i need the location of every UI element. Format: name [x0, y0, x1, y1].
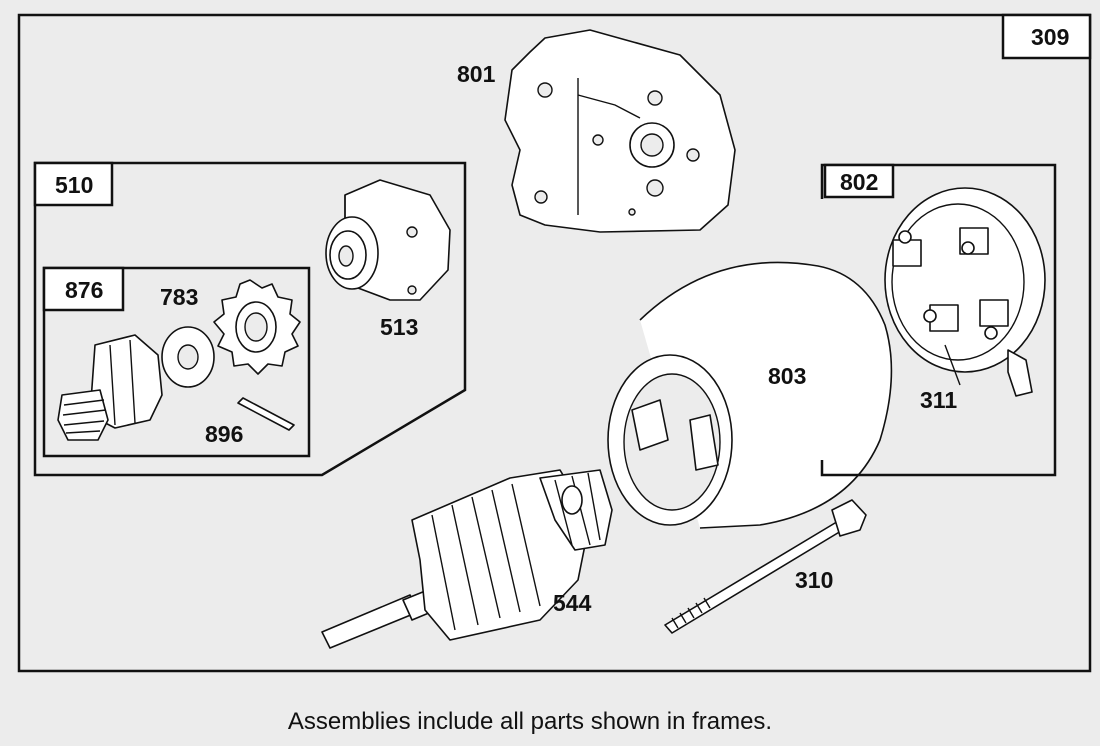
part-label-513: 513 [380, 314, 418, 340]
part-311-brush-holder [884, 187, 1046, 397]
part-783-pinion-gear [213, 279, 301, 375]
part-label-310: 310 [795, 567, 833, 593]
frame-label-box-510 [33, 161, 114, 207]
assembly-frame-876 [42, 266, 311, 458]
assembly-frame-802 [820, 163, 1057, 477]
part-544-armature [321, 469, 613, 649]
frame-label-box-309 [1001, 13, 1092, 60]
part-513-drive-end-cap [325, 179, 451, 301]
part-803-field-housing [607, 261, 893, 529]
part-310-through-bolt [664, 499, 867, 634]
assembly-frame-510 [33, 161, 467, 477]
washer [161, 326, 215, 388]
part-801-mounting-bracket [504, 29, 736, 233]
frame-label-309: 309 [1031, 24, 1069, 50]
frame-label-box-802 [823, 163, 895, 199]
part-label-896: 896 [205, 421, 243, 447]
caption: Assemblies include all parts shown in fr… [287, 708, 773, 735]
part-label-783: 783 [160, 284, 198, 310]
frame-label-510: 510 [55, 172, 93, 198]
frame-label-box-876 [42, 266, 125, 312]
part-label-544: 544 [553, 590, 592, 616]
part-label-311: 311 [920, 387, 957, 413]
outer-frame-309 [17, 13, 1092, 673]
clutch-assembly [57, 334, 163, 441]
part-896-pin [237, 397, 295, 431]
frame-label-802: 802 [840, 169, 878, 195]
part-label-803: 803 [768, 363, 806, 389]
part-label-801: 801 [457, 61, 496, 87]
frame-label-876: 876 [65, 277, 103, 303]
